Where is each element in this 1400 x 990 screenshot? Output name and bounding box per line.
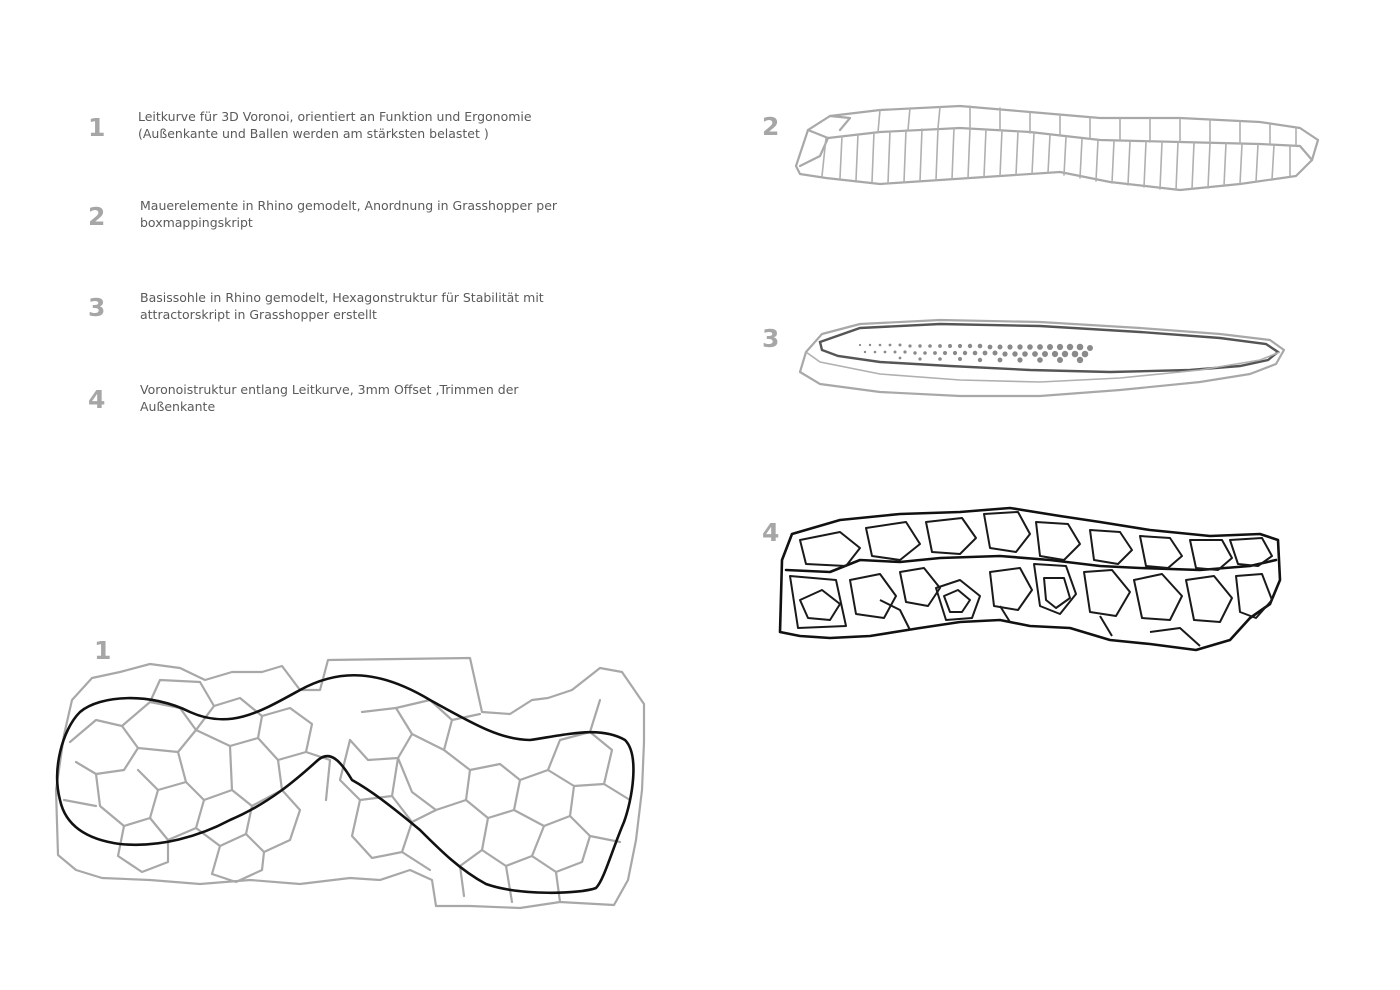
step-description: Leitkurve für 3D Voronoi, orientiert an … (138, 108, 558, 142)
step-3: 3 Basissohle in Rhino gemodelt, Hexagons… (0, 289, 700, 339)
hexagon-pattern-dots (858, 343, 1093, 364)
step-description-line: Mauerelemente in Rhino gemodelt, Anordnu… (140, 198, 558, 213)
voronoi-cells-dark (789, 511, 1273, 647)
step-description-line: attractorskript in Grasshopper erstellt (140, 307, 377, 322)
step-description: Voronoistruktur entlang Leitkurve, 3mm O… (140, 381, 560, 415)
step-number: 4 (88, 385, 106, 414)
step-1: 1 Leitkurve für 3D Voronoi, orientiert a… (0, 108, 700, 158)
wall-segments (821, 105, 1297, 191)
figure-number-3: 3 (762, 324, 780, 353)
guide-curve (55, 673, 635, 895)
step-description-line: Außenkante (140, 399, 216, 414)
step-description-line: (Außenkante und Ballen werden am stärkst… (138, 126, 489, 141)
step-description-line: boxmappingskript (140, 215, 253, 230)
step-number: 3 (88, 293, 106, 322)
step-4: 4 Voronoistruktur entlang Leitkurve, 3mm… (0, 381, 700, 431)
step-description: Basissohle in Rhino gemodelt, Hexagonstr… (140, 289, 560, 323)
step-description-line: Basissohle in Rhino gemodelt, Hexagonstr… (140, 290, 544, 305)
step-number: 2 (88, 202, 106, 231)
step-number: 1 (88, 113, 106, 142)
step-description: Mauerelemente in Rhino gemodelt, Anordnu… (140, 197, 560, 231)
base-sole (798, 318, 1286, 398)
sole-rim-wall (794, 104, 1320, 192)
step-2: 2 Mauerelemente in Rhino gemodelt, Anord… (0, 197, 700, 247)
step-description-line: Voronoistruktur entlang Leitkurve, 3mm O… (140, 382, 519, 397)
step-description-line: Leitkurve für 3D Voronoi, orientiert an … (138, 109, 532, 124)
figure-number-4: 4 (762, 518, 780, 547)
figure-number-2: 2 (762, 112, 780, 141)
figure-number-1: 1 (94, 636, 112, 665)
